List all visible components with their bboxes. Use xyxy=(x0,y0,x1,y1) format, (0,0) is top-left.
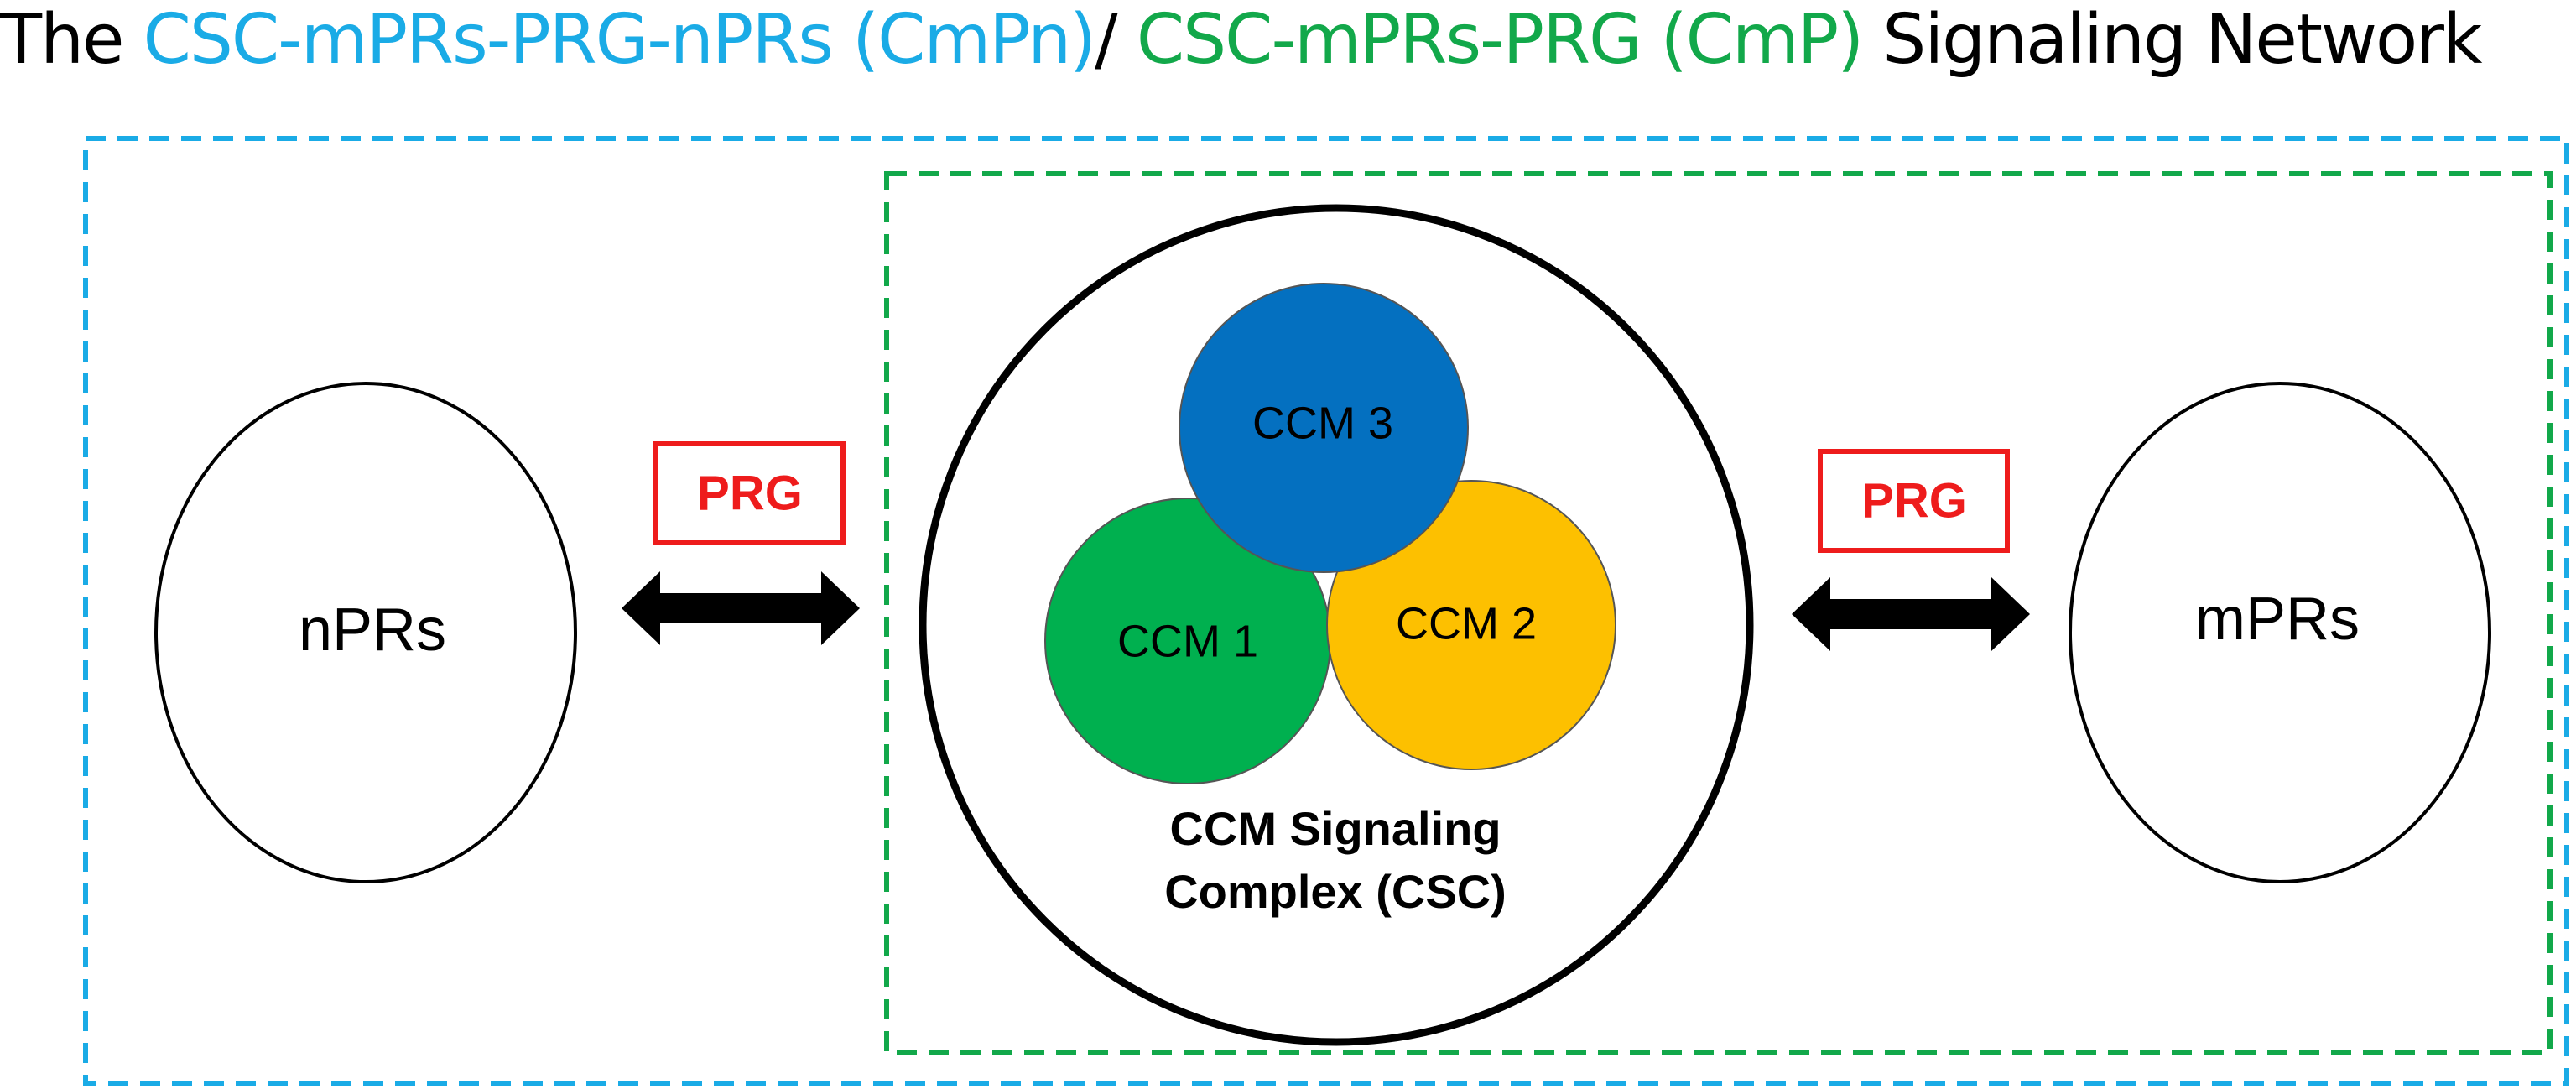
title-suffix: Signaling Network xyxy=(1862,0,2482,80)
csc-label-line1: CCM Signaling xyxy=(1169,802,1501,855)
diagram-title: The CSC-mPRs-PRG-nPRs (CmPn)/ CSC-mPRs-P… xyxy=(0,0,2482,84)
npr-node xyxy=(154,382,577,883)
right-double-arrow xyxy=(1792,577,2030,651)
ccm2-label: CCM 2 xyxy=(1396,598,1537,649)
prg-right-label: PRG xyxy=(1861,473,1967,528)
ccm2-circle xyxy=(1326,480,1616,770)
title-slash: / xyxy=(1095,0,1137,80)
mpr-node xyxy=(2069,382,2491,883)
cmpn-boundary xyxy=(83,136,2569,1086)
ccm3-circle xyxy=(1179,283,1469,573)
title-cmp: CSC-mPRs-PRG (CmP) xyxy=(1136,0,1864,80)
ccm3-label: CCM 3 xyxy=(1252,398,1393,448)
prg-right-box xyxy=(1818,449,2010,553)
cmp-boundary xyxy=(884,171,2553,1055)
prg-left-label: PRG xyxy=(697,466,803,520)
prg-left-box xyxy=(653,441,846,545)
csc-label-line2: Complex (CSC) xyxy=(1164,865,1507,918)
mpr-label: mPRs xyxy=(2195,586,2360,653)
npr-label: nPRs xyxy=(299,597,446,664)
title-cmpn: CSC-mPRs-PRG-nPRs (CmPn) xyxy=(143,0,1097,80)
ccm1-label: CCM 1 xyxy=(1117,616,1258,666)
left-double-arrow xyxy=(622,571,860,645)
title-prefix: The xyxy=(0,0,143,80)
